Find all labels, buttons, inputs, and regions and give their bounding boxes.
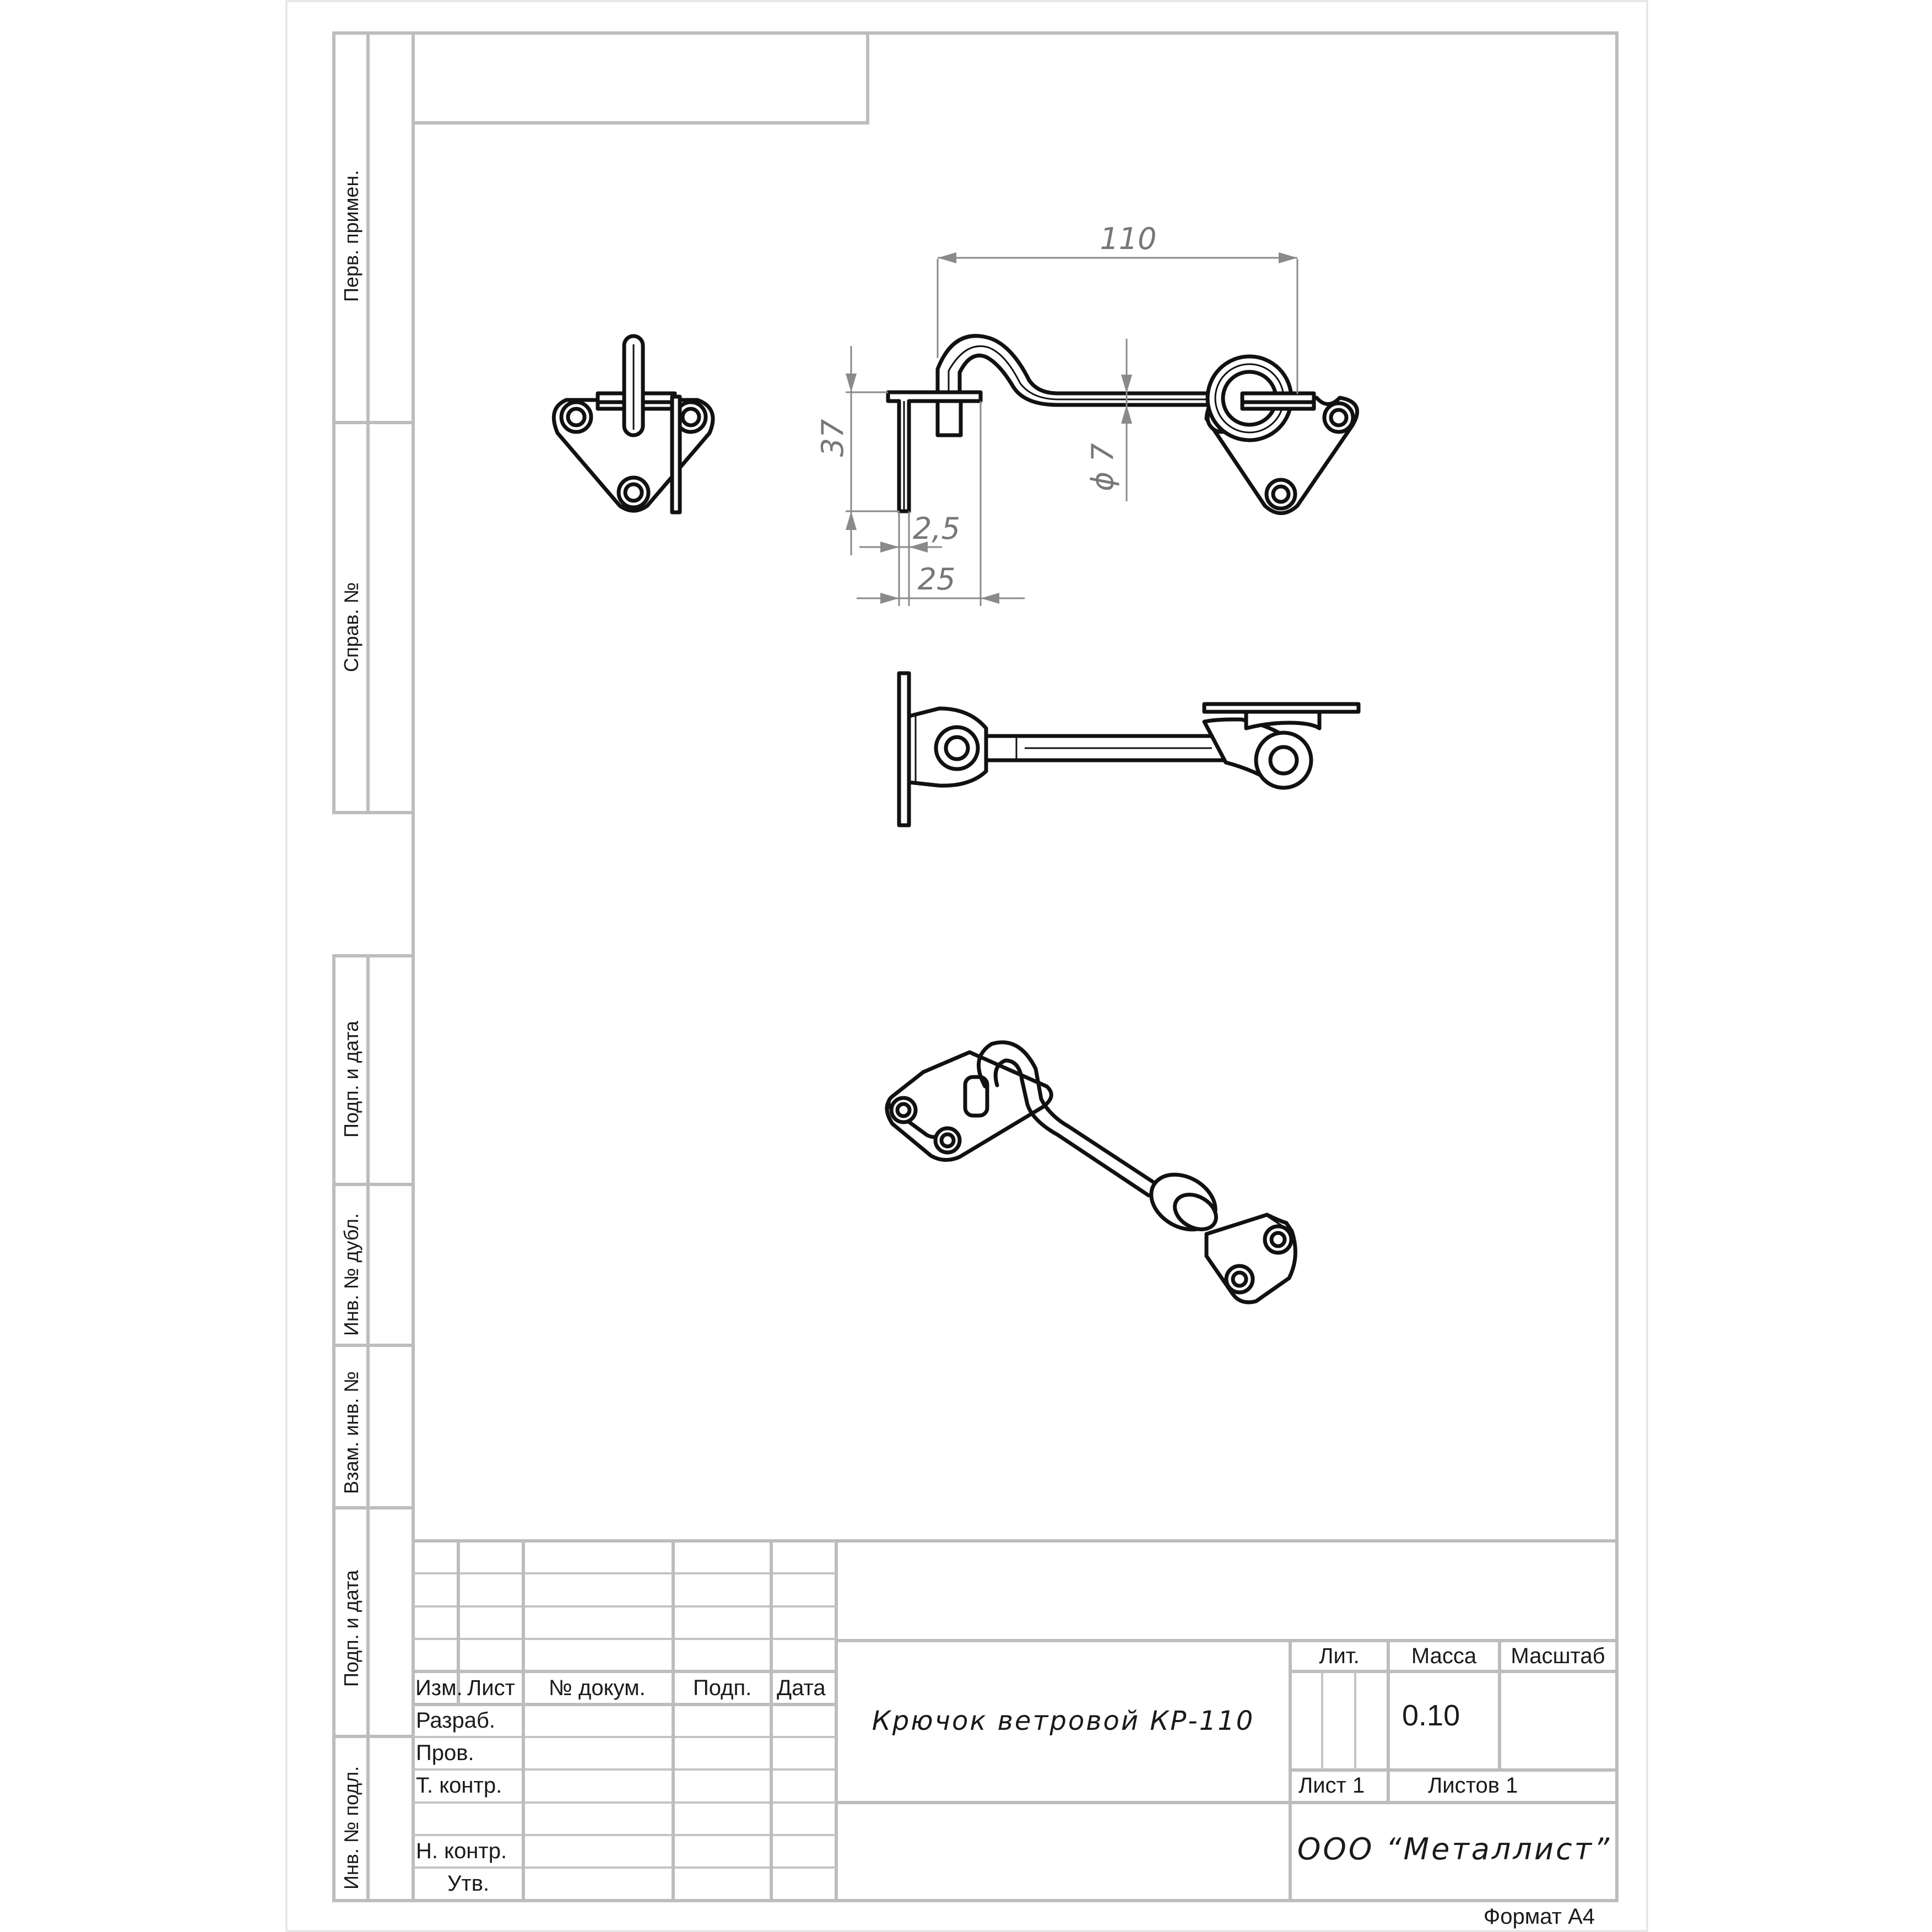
col-data: Дата [777, 1676, 826, 1700]
role-n-kontr: Н. контр. [416, 1839, 507, 1863]
sheet-number: Лист 1 [1298, 1773, 1365, 1798]
label-inv-no-dubl: Инв. № дубл. [340, 1213, 362, 1336]
organization-name: ООО “Металлист” [1297, 1832, 1611, 1866]
dim-thickness-2-5: 2,5 [913, 511, 960, 546]
col-izm: Изм. [415, 1676, 463, 1700]
label-podp-data-2: Подп. и дата [340, 1570, 362, 1687]
plan-view [897, 671, 1361, 827]
role-t-kontr: Т. контр. [416, 1773, 502, 1798]
dim-height-37: 37 [815, 419, 850, 457]
left-margin-strip [332, 31, 413, 1902]
label-sprav-no: Справ. № [340, 582, 362, 672]
dim-diameter-7: ϕ 7 [1085, 443, 1120, 491]
product-name: Крючок ветровой КР-110 [872, 1706, 1255, 1736]
lit-label: Лит. [1319, 1644, 1360, 1668]
label-vzam-inv-no: Взам. инв. № [340, 1371, 362, 1494]
dimension-lines [846, 252, 1298, 606]
col-podp: Подп. [693, 1676, 751, 1700]
col-list: Лист [467, 1676, 515, 1700]
sheet-frame [285, 0, 1648, 1932]
massa-label: Масса [1411, 1644, 1477, 1668]
dim-length-110: 110 [1100, 221, 1156, 256]
role-utv: Утв. [447, 1871, 489, 1896]
title-block-grid [413, 1539, 1617, 1901]
dim-width-25: 25 [918, 562, 956, 597]
front-view [886, 334, 1359, 515]
end-view [551, 334, 715, 515]
label-inv-no-podl: Инв. № подл. [340, 1766, 362, 1890]
label-podp-data-1: Подп. и дата [340, 1020, 362, 1138]
label-perv-primen: Перв. примен. [340, 170, 362, 302]
role-razrab: Разраб. [416, 1708, 495, 1733]
masshtab-label: Масштаб [1511, 1644, 1605, 1668]
isometric-view [885, 1040, 1297, 1305]
massa-value: 0.10 [1402, 1699, 1460, 1732]
role-prov: Пров. [416, 1741, 474, 1765]
format-label: Формат А4 [1484, 1904, 1595, 1929]
sheets-total: Листов 1 [1428, 1773, 1518, 1798]
col-doc-no: № докум. [549, 1676, 646, 1700]
